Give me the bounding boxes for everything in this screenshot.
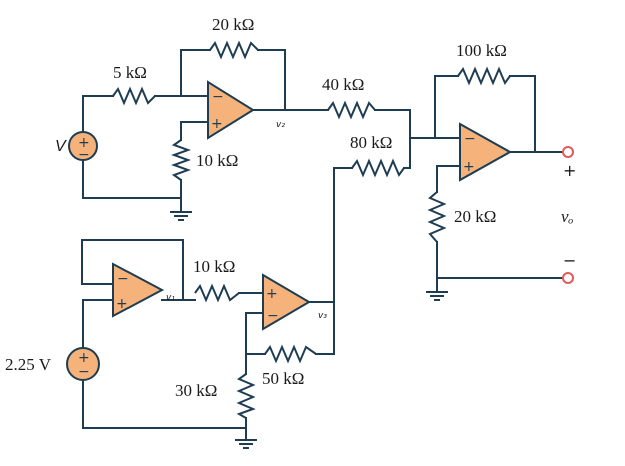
label-20k-out: 20 kΩ [454,207,496,226]
wire-80k-out [403,137,411,169]
resistors [112,40,511,419]
resistor-5k [112,86,156,106]
label-40k: 40 kΩ [322,75,364,94]
resistor-100k [457,66,511,86]
output-terminal-minus [562,272,574,284]
wire-80k-in [333,167,353,303]
source-225v: + − [66,347,100,381]
opamp-follower: − + [112,262,165,318]
wire-opamp2-minus [245,312,266,355]
opamp3-plus-sign: + [463,159,475,175]
opamp2-plus-sign: + [266,286,278,302]
resistor-30k [236,373,256,419]
opamp-summing: − + [459,122,513,182]
node-v2-label: v₂ [276,120,285,130]
opamp1-minus-sign: − [212,89,224,105]
wire-v-bottom [82,159,182,199]
resistor-80k [351,158,405,178]
label-5k: 5 kΩ [113,63,147,82]
label-10k-top: 10 kΩ [196,151,238,170]
wire-opamp3-plus [436,165,461,193]
label-100k: 100 kΩ [456,41,507,60]
output-plus-sign: + [563,161,576,180]
wires [81,49,564,441]
opamp2-minus-sign: − [267,308,279,324]
label-20k: 20 kΩ [212,15,254,34]
follower-minus-sign: − [117,271,129,287]
opamp-2: + − [262,273,311,331]
source-225-minus: − [78,364,90,380]
resistor-40k [327,100,376,120]
wire-opamp1-plus [180,121,209,141]
resistor-20k-out [427,191,447,243]
source-v: + − [68,131,98,163]
source-v-label: V [55,138,67,155]
output-terminal-plus [562,146,574,158]
resistor-20k [209,40,259,60]
resistor-10k-top [171,139,191,181]
wire-v-top [82,95,114,133]
wire-follower-plus [82,299,114,349]
wire-feedback3-right [509,75,536,153]
label-10k-mid: 10 kΩ [193,257,235,276]
ground-3 [426,291,448,301]
node-v3-label: v₃ [318,311,327,321]
ground-2 [235,439,257,449]
output-minus-sign: − [563,251,576,270]
ground-1 [170,211,192,221]
source-v-minus: − [78,147,90,163]
opamp1-plus-sign: + [211,116,223,132]
label-30k: 30 kΩ [175,381,217,400]
source-225-plus: + [78,350,90,366]
wire-feedback3-left [434,75,459,139]
resistor-10k-mid [194,283,240,303]
source-225v-label: 2.25 V [5,355,52,374]
source-v-plus: + [78,135,90,151]
wire-feedback1-right [257,49,286,111]
resistor-50k [264,344,317,364]
opamp-1: − + [207,80,255,140]
follower-plus-sign: + [116,296,128,312]
node-vo-label: vₒ [561,207,574,226]
wire-opamp2-out [308,301,335,355]
wire-feedback1-left [180,49,211,97]
label-50k: 50 kΩ [262,369,304,388]
wire-225-bottom [82,379,247,429]
label-80k: 80 kΩ [350,133,392,152]
opamp3-minus-sign: − [464,131,476,147]
node-v1-label: v₁ [166,293,175,303]
